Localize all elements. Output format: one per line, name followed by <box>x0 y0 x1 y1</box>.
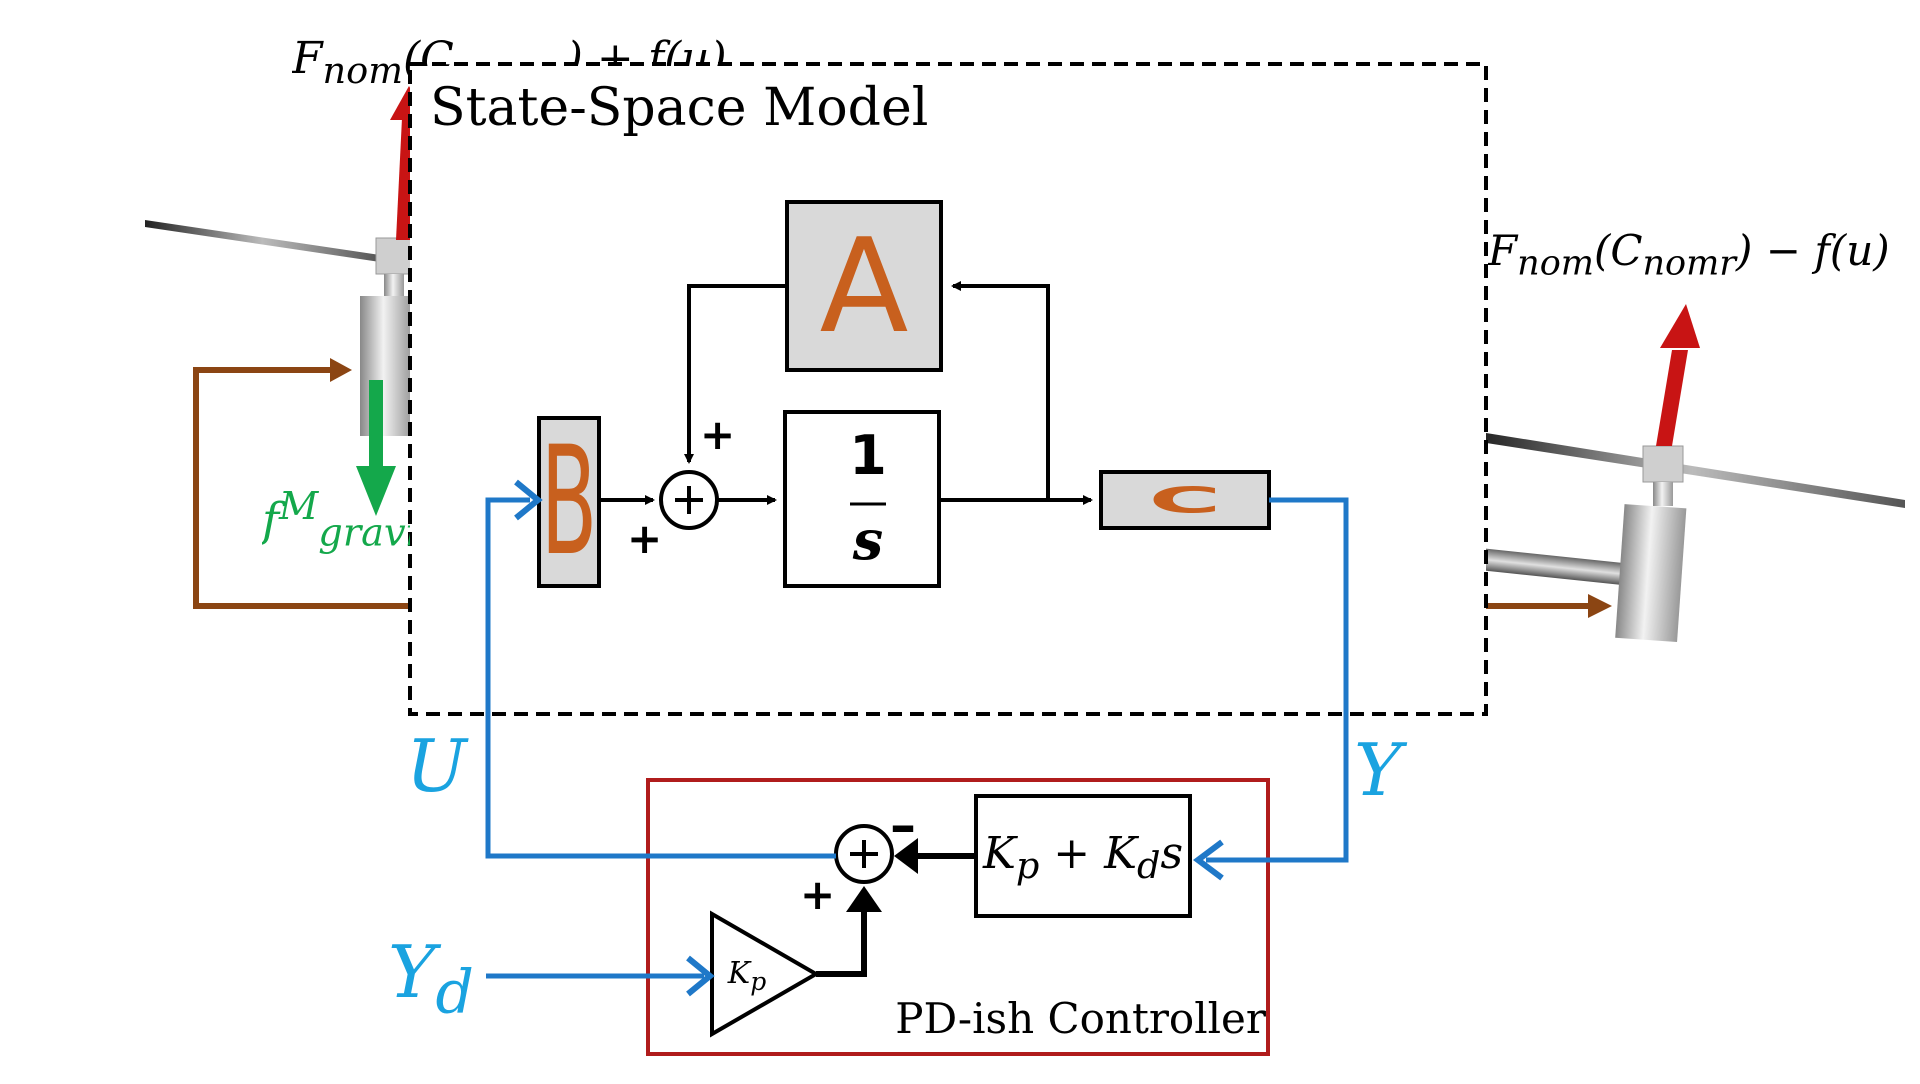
left-rotor-blade <box>145 220 380 262</box>
left-brown-arrowhead <box>330 358 352 382</box>
pd-gain-text-wrapper: Kp + Kds <box>982 828 1184 887</box>
yd-into-kp-arrowhead <box>686 955 715 997</box>
model-title: State-Space Model <box>430 78 929 138</box>
kp-triangle-text: Kp <box>727 956 767 996</box>
sum1-top-sign-wrapper: + <box>700 410 736 459</box>
right-rotor-body <box>1615 504 1687 643</box>
left-rotor-hub <box>375 237 413 275</box>
sum2-bottom-sign-wrapper: + <box>800 870 836 919</box>
right-force-label-wrapper: Fnom(Cnomr) − f(u) <box>1488 226 1890 284</box>
kp-to-sum-line <box>816 908 867 977</box>
pd-controller-box <box>646 778 1270 1056</box>
pd-gain-text: Kp + Kds <box>982 828 1184 887</box>
a-matrix-block <box>785 200 943 372</box>
right-rotor-shaft <box>1653 482 1673 506</box>
controller-title: PD-ish Controller <box>895 994 1266 1043</box>
sum2-bottom-sign: + <box>800 870 836 919</box>
b-matrix-letter: B <box>540 418 598 586</box>
integrator-den-wrapper: s <box>852 508 884 572</box>
left-brown-loop <box>193 367 410 609</box>
sum1-left-sign-wrapper: + <box>627 514 663 563</box>
integrator-num-wrapper: 1 <box>849 424 887 487</box>
u-line <box>485 497 836 859</box>
a-letter-wrapper: A <box>819 210 909 362</box>
sum2-right-sign-wrapper: – <box>890 796 916 856</box>
gravity-label-wrapper: fMgravit <box>262 484 410 556</box>
b-matrix-block <box>537 416 601 588</box>
controller-signal-lines <box>816 853 976 977</box>
yd-label-wrapper: Yd <box>388 930 474 1028</box>
a-to-sum-line <box>684 284 787 464</box>
kp-triangle-text-wrapper: Kp <box>727 956 767 996</box>
state-space-model-box <box>408 62 1488 716</box>
right-rotor-illustration <box>1477 304 1905 643</box>
brown-connection-lines <box>193 358 1612 618</box>
sum1-top-sign: + <box>700 410 736 459</box>
y-into-pd-arrowhead <box>1193 839 1224 881</box>
y-signal-label: Y <box>1354 728 1402 812</box>
gravity-arrow-shaft <box>369 380 383 466</box>
right-rotor-blade <box>1480 432 1905 508</box>
yd-signal-label: Yd <box>388 930 474 1028</box>
c-matrix-letter: C <box>1148 479 1222 521</box>
pd-gain-block <box>974 794 1192 918</box>
a-matrix-letter: A <box>819 210 909 362</box>
right-brown-arrowhead <box>1588 594 1612 618</box>
left-rotor-body <box>360 296 412 436</box>
right-thrust-arrowhead <box>1660 304 1700 348</box>
sum1-left-sign: + <box>627 514 663 563</box>
u-signal-label: U <box>406 724 467 808</box>
integrator-block <box>783 410 941 588</box>
model-title-wrapper: State-Space Model <box>430 78 929 138</box>
state-to-a-line <box>951 281 1050 500</box>
y-feedback-line <box>1206 497 1349 863</box>
left-rotor-illustration <box>145 86 428 516</box>
b-letter-wrapper: B <box>540 418 598 586</box>
blue-signal-lines <box>485 497 1349 979</box>
sum2-right-sign: – <box>890 796 916 856</box>
gravity-force-label: fMgravit <box>262 484 410 556</box>
controller-title-wrapper: PD-ish Controller <box>895 994 1266 1043</box>
u-into-b-arrowhead <box>514 479 543 521</box>
left-rotor-shaft <box>384 274 404 296</box>
right-rotor-bar <box>1477 548 1630 586</box>
c-letter-wrapper: C <box>1148 479 1222 521</box>
right-thrust-arrow <box>1656 350 1688 446</box>
integrator-numerator: 1 <box>849 424 887 487</box>
pd-to-sum-arrowhead <box>894 838 918 874</box>
right-rotor-hub <box>1642 445 1684 483</box>
model-signal-lines <box>599 281 1093 505</box>
gravity-arrowhead <box>356 466 396 516</box>
u-label-wrapper: U <box>406 724 467 808</box>
right-force-label: Fnom(Cnomr) − f(u) <box>1488 226 1890 284</box>
integrator-denominator: s <box>852 508 884 572</box>
kp-to-sum-arrowhead <box>846 886 882 912</box>
left-label-mask <box>412 66 812 96</box>
y-label-wrapper: Y <box>1354 728 1402 812</box>
